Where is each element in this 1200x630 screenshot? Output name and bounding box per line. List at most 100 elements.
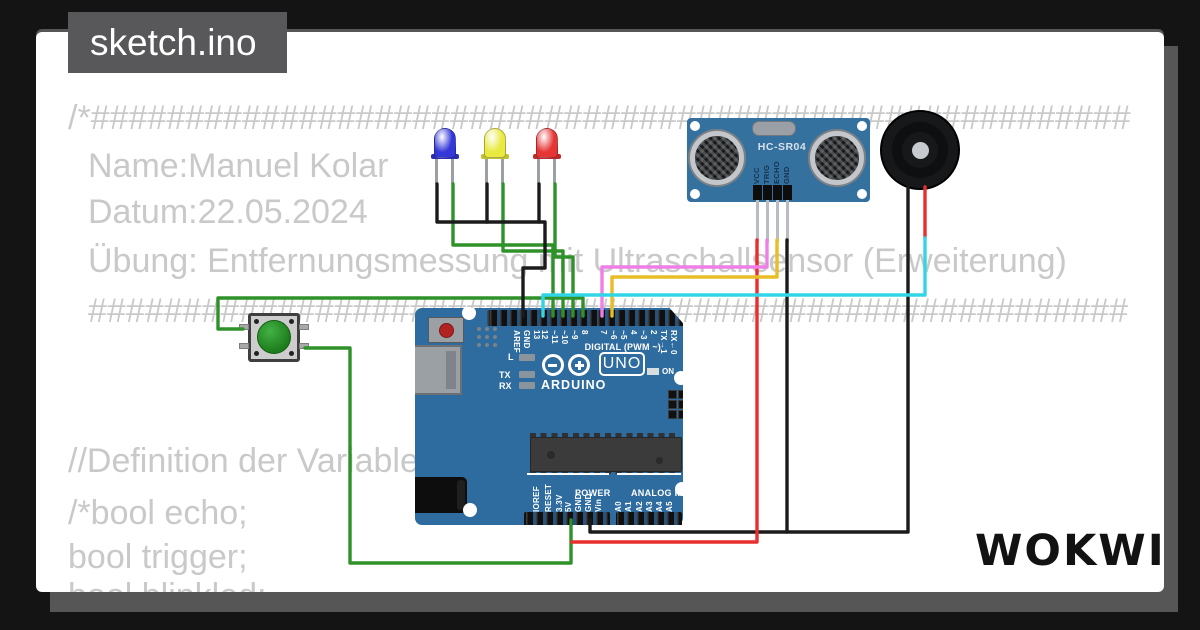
code-line: Name:Manuel Kolar (88, 147, 389, 185)
pin-label-gnd: GND (782, 166, 791, 184)
crystal (752, 121, 796, 136)
code-line: /*bool echo; (68, 494, 248, 532)
usb-face (446, 351, 456, 389)
power-silk-label: POWER (575, 488, 611, 498)
button-screw (289, 319, 294, 324)
transducer-left (690, 131, 744, 185)
uno-badge: UNO (599, 352, 645, 376)
pad (493, 343, 497, 347)
code-line: /*######################################… (68, 99, 1131, 137)
mount-hole (690, 121, 700, 131)
led-bulb (484, 128, 506, 158)
tx-led (519, 371, 535, 378)
button-screw (289, 351, 294, 356)
led-anode-leg (553, 157, 556, 184)
buzzer-vent (911, 141, 929, 159)
button-leg (299, 324, 309, 330)
led-bulb (536, 128, 558, 158)
sketch-tab[interactable]: sketch.ino (68, 12, 287, 73)
chip-dimple (656, 457, 663, 464)
piezo-buzzer (880, 110, 960, 190)
pin-leg (765, 200, 769, 242)
header-pin (762, 185, 772, 200)
mount-hole (674, 371, 683, 385)
sensor-title: HC-SR04 (757, 141, 807, 153)
led-l-label: L (508, 352, 514, 362)
led-bulb (434, 128, 456, 158)
on-label: ON (662, 367, 674, 376)
silk-line (527, 473, 609, 475)
button-leg (299, 343, 309, 349)
on-led (647, 368, 659, 375)
diagram-canvas: /*######################################… (36, 32, 1164, 592)
chip-dimple (547, 451, 555, 459)
hcsr04-sensor: HC-SR04 VCC TRIG ECHO GND (687, 118, 870, 242)
digital-header-left (487, 310, 599, 326)
pin-label: ~10 (560, 330, 569, 345)
led-rx-label: RX (499, 381, 512, 391)
button-leg (239, 324, 249, 330)
pad (485, 327, 489, 331)
atmega-chip (530, 437, 682, 472)
icsp-pin (668, 400, 677, 409)
led-anode-leg (451, 157, 454, 184)
wokwi-logo: WOKWI (975, 526, 1164, 576)
logo-minus (548, 364, 557, 367)
icsp-pin (678, 410, 683, 419)
pin-leg (775, 200, 779, 242)
uno-model: UNO (602, 355, 642, 372)
button-screw (254, 351, 259, 356)
led-anode-leg (501, 157, 504, 184)
l-led (519, 354, 535, 361)
mount-hole (857, 189, 867, 199)
code-line: Datum:22.05.2024 (88, 193, 368, 231)
button-cap[interactable] (257, 320, 291, 354)
header-pin (782, 185, 792, 200)
reset-button[interactable] (428, 317, 464, 343)
mount-hole (690, 189, 700, 199)
code-line: Übung: Entfernungsmessung mit Ultraschal… (88, 242, 1067, 280)
pin-label: AREF (512, 330, 521, 353)
icsp-pin (668, 410, 677, 419)
led-cathode-leg (537, 157, 540, 184)
icsp-pin (678, 400, 683, 409)
digital-silk-label: DIGITAL (PWM ~) (584, 342, 661, 352)
analog-header (616, 512, 682, 525)
pin-label: GND (522, 330, 531, 349)
transducer-right (810, 131, 864, 185)
logo-plus-v (578, 360, 581, 370)
button-screw (254, 319, 259, 324)
green-pushbutton[interactable] (239, 313, 309, 362)
pin-label: ~11 (550, 330, 559, 345)
mount-hole (462, 308, 476, 320)
rx-led (519, 382, 535, 389)
pad (485, 343, 489, 347)
button-leg (239, 343, 249, 349)
pin-leg (785, 200, 789, 242)
header-pin (752, 185, 762, 200)
pad (477, 335, 481, 339)
mount-hole (857, 121, 867, 131)
code-line: bool trigger; (68, 538, 248, 576)
icsp-pin (668, 390, 677, 399)
pad (493, 335, 497, 339)
arduino-brand: ARDUINO (541, 378, 607, 392)
silk-line (617, 473, 681, 475)
pad (477, 327, 481, 331)
pad (477, 343, 481, 347)
pin-label: IOREF (532, 486, 541, 512)
pad (493, 327, 497, 331)
icsp-pin (678, 390, 683, 399)
power-jack (415, 477, 467, 513)
mount-hole (463, 503, 477, 517)
pad (485, 335, 489, 339)
code-line: bool blinkled; (68, 579, 266, 592)
usb-connector (415, 345, 462, 395)
led-cathode-leg (485, 157, 488, 184)
power-header (524, 512, 610, 525)
pin-leg (755, 200, 759, 242)
pin-label: 12 (540, 330, 549, 340)
analog-silk-label: ANALOG IN (631, 488, 685, 498)
reset-cap[interactable] (439, 323, 454, 338)
code-line: //Definition der Variablen (68, 442, 438, 480)
